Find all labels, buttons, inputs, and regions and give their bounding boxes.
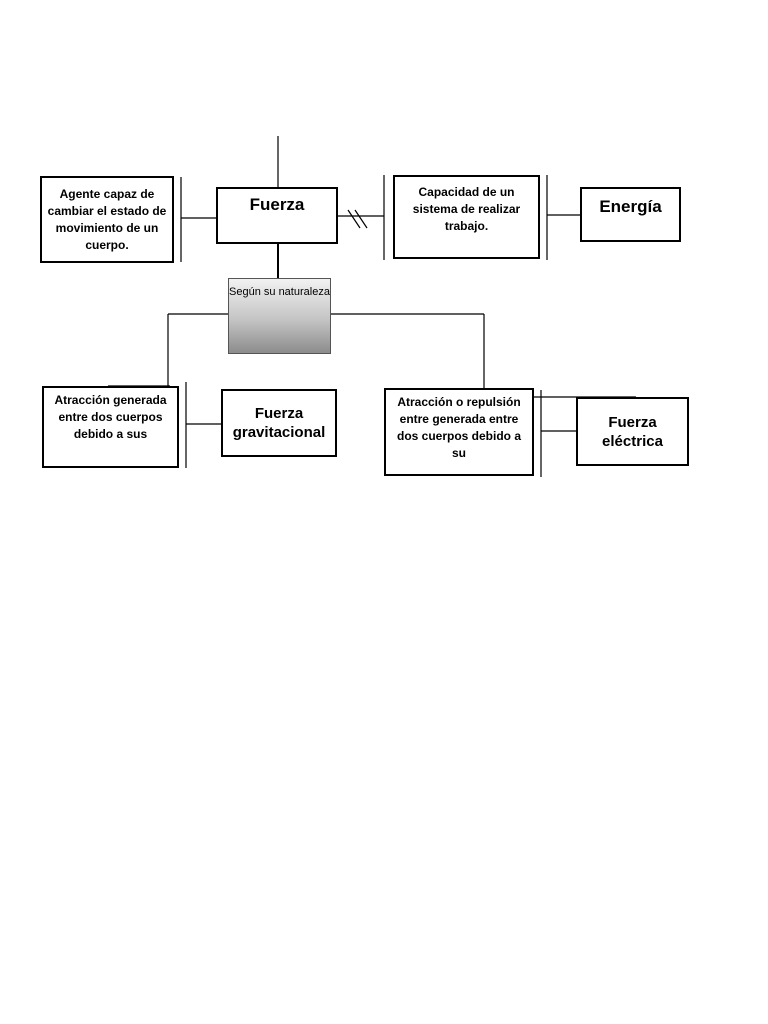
fuerza-definition-box: Agente capaz de cambiar el estado de mov… [40, 176, 174, 263]
fuerza-definition-text: Agente capaz de cambiar el estado de mov… [47, 186, 167, 252]
electrica-definition-box: Atracción o repulsión entre generada ent… [384, 388, 534, 476]
fuerza-label: Fuerza [249, 195, 305, 214]
fuerza-box: Fuerza [216, 187, 338, 244]
criterio-box: Según su naturaleza [228, 278, 331, 354]
electrica-box: Fuerza eléctrica [576, 397, 689, 466]
energia-label: Energía [599, 197, 662, 216]
energia-definition-box: Capacidad de un sistema de realizar trab… [393, 175, 540, 259]
energia-definition-text: Capacidad de un sistema de realizar trab… [412, 185, 521, 233]
electrica-label: Fuerza eléctrica [602, 413, 663, 450]
gravitacional-definition-box: Atracción generada entre dos cuerpos deb… [42, 386, 179, 468]
energia-box: Energía [580, 187, 681, 242]
gravitacional-label: Fuerza gravitacional [232, 405, 326, 441]
gravitacional-definition-text: Atracción generada entre dos cuerpos deb… [54, 393, 167, 441]
electrica-definition-text: Atracción o repulsión entre generada ent… [396, 395, 522, 460]
gravitacional-box: Fuerza gravitacional [221, 389, 337, 457]
criterio-label: Según su naturaleza [229, 286, 330, 298]
